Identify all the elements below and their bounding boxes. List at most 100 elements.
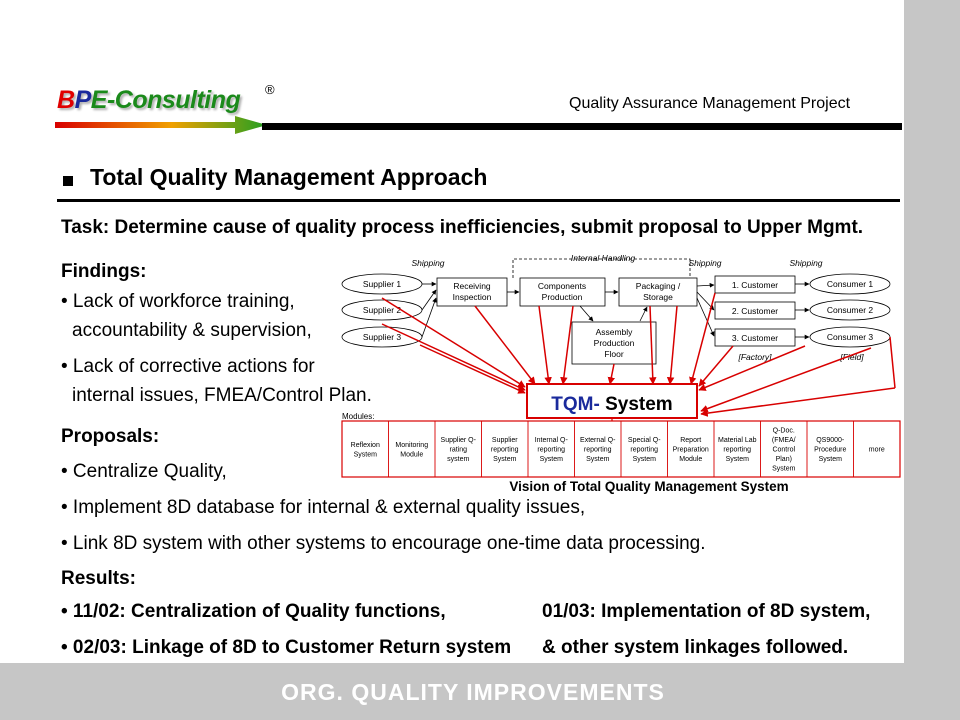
assembly-label-1: Assembly: [596, 327, 634, 337]
module-label: Module: [679, 456, 702, 463]
registered-mark: ®: [265, 82, 275, 97]
module-label: Internal Q-: [535, 437, 569, 444]
red-arrow: [607, 363, 616, 385]
red-arrow: [700, 347, 872, 413]
logo-arrow-icon: [55, 116, 267, 134]
findings-line-1: • Lack of workforce training,: [61, 291, 295, 312]
module-label: reporting: [630, 447, 658, 454]
red-arrow: [538, 305, 552, 385]
module-label: Supplier: [492, 437, 518, 444]
assembly-label-3: Floor: [604, 349, 624, 359]
module-label: System: [772, 466, 796, 473]
packaging-label-1: Packaging /: [636, 281, 681, 291]
module-label: Special Q-: [628, 437, 661, 444]
module-label: Report: [680, 437, 701, 444]
section-rule: [57, 199, 900, 202]
module-label: reporting: [723, 447, 751, 454]
red-arrow: [474, 305, 536, 385]
flow-arrow: [639, 306, 648, 322]
red-arrow: [381, 323, 526, 391]
supplier-1-label: Supplier 1: [363, 279, 402, 289]
red-arrow: [698, 345, 734, 387]
module-label: Procedure: [814, 447, 846, 454]
module-label: System: [726, 456, 750, 463]
tqm-system-box: [526, 383, 698, 419]
module-label: reporting: [491, 447, 519, 454]
module-label: (FMEA/: [772, 437, 796, 444]
findings-heading: Findings:: [61, 261, 147, 282]
section-title: Total Quality Management Approach: [90, 164, 488, 190]
right-side-bar: [904, 0, 960, 720]
receiving-label-1: Receiving: [453, 281, 491, 291]
red-arrow-segment: [889, 336, 896, 389]
result-1-left: • 11/02: Centralization of Quality funct…: [61, 601, 446, 622]
module-label: Preparation: [673, 447, 709, 454]
result-1-right: 01/03: Implementation of 8D system,: [542, 601, 871, 622]
module-label: System: [540, 456, 564, 463]
red-arrow: [381, 297, 526, 388]
label-shipping-2: Shipping: [688, 258, 721, 268]
module-label: System: [819, 456, 843, 463]
module-label: Module: [400, 451, 423, 458]
customer-3-label: 3. Customer: [732, 333, 778, 343]
logo-letter-e: E: [90, 86, 108, 114]
supplier-2-label: Supplier 2: [363, 305, 402, 315]
company-logo: BPE-Consulting: [57, 86, 241, 115]
tqm-suffix: System: [600, 394, 673, 415]
module-label: reporting: [584, 447, 612, 454]
module-label: System: [354, 451, 378, 458]
components-label-2: Production: [542, 292, 583, 302]
footer-title: ORG. QUALITY IMPROVEMENTS: [281, 679, 665, 705]
assembly-label-2: Production: [594, 338, 635, 348]
label-factory: [Factory]: [737, 352, 772, 362]
project-title: Quality Assurance Management Project: [569, 95, 851, 112]
logo-letter-p: P: [74, 86, 92, 114]
findings-line-2: accountability & supervision,: [72, 320, 312, 341]
red-arrow: [700, 387, 896, 417]
flow-arrow: [421, 297, 437, 338]
red-arrow: [698, 345, 806, 391]
consumer-3-label: Consumer 3: [827, 332, 874, 342]
tqm-system-label: TQM- System: [551, 394, 672, 415]
modules-label: Modules:: [342, 412, 374, 421]
flow-arrow: [696, 282, 715, 288]
module-label: Reflexion: [351, 442, 380, 449]
module-label: System: [633, 456, 657, 463]
label-internal-handling: Internal Handling: [571, 253, 636, 263]
module-label: rating: [449, 447, 467, 454]
module-label: Q-Doc.: [773, 428, 795, 435]
module-label: system: [447, 456, 469, 463]
module-label: Material Lab: [718, 437, 757, 444]
result-2-left: • 02/03: Linkage of 8D to Customer Retur…: [61, 637, 512, 658]
module-label: Monitoring: [395, 442, 428, 449]
label-shipping-1: Shipping: [411, 258, 444, 268]
proposals-heading: Proposals:: [61, 426, 160, 447]
header-rule: [262, 123, 902, 130]
internal-handling-path: [512, 258, 691, 280]
packaging-label-2: Storage: [643, 292, 673, 302]
findings-line-3: • Lack of corrective actions for: [61, 356, 315, 377]
red-arrow: [689, 292, 716, 385]
red-arrow: [419, 344, 526, 394]
components-production-box: [519, 277, 606, 307]
customer-2-box: [714, 301, 796, 320]
module-label: more: [869, 447, 885, 454]
modules-group: ReflexionSystemMonitoringModuleSupplier …: [351, 421, 885, 477]
section-bullet: [63, 176, 73, 186]
components-label-1: Components: [538, 281, 586, 291]
module-label: reporting: [537, 447, 565, 454]
customer-3-box: [714, 328, 796, 347]
label-field: [Field]: [839, 352, 864, 362]
task-text: Task: Determine cause of quality process…: [61, 217, 864, 238]
proposal-item-1: • Centralize Quality,: [61, 461, 227, 482]
customer-2-label: 2. Customer: [732, 306, 778, 316]
logo-letter-b: B: [57, 86, 75, 114]
footer-bar: [0, 663, 960, 720]
customer-1-box: [714, 275, 796, 294]
diagram-caption: Vision of Total Quality Management Syste…: [509, 479, 788, 494]
consumer-1-node: [809, 273, 891, 295]
customer-1-label: 1. Customer: [732, 280, 778, 290]
packaging-storage-box: [618, 277, 698, 307]
module-label: System: [586, 456, 610, 463]
proposal-item-3: • Link 8D system with other systems to e…: [61, 533, 706, 554]
